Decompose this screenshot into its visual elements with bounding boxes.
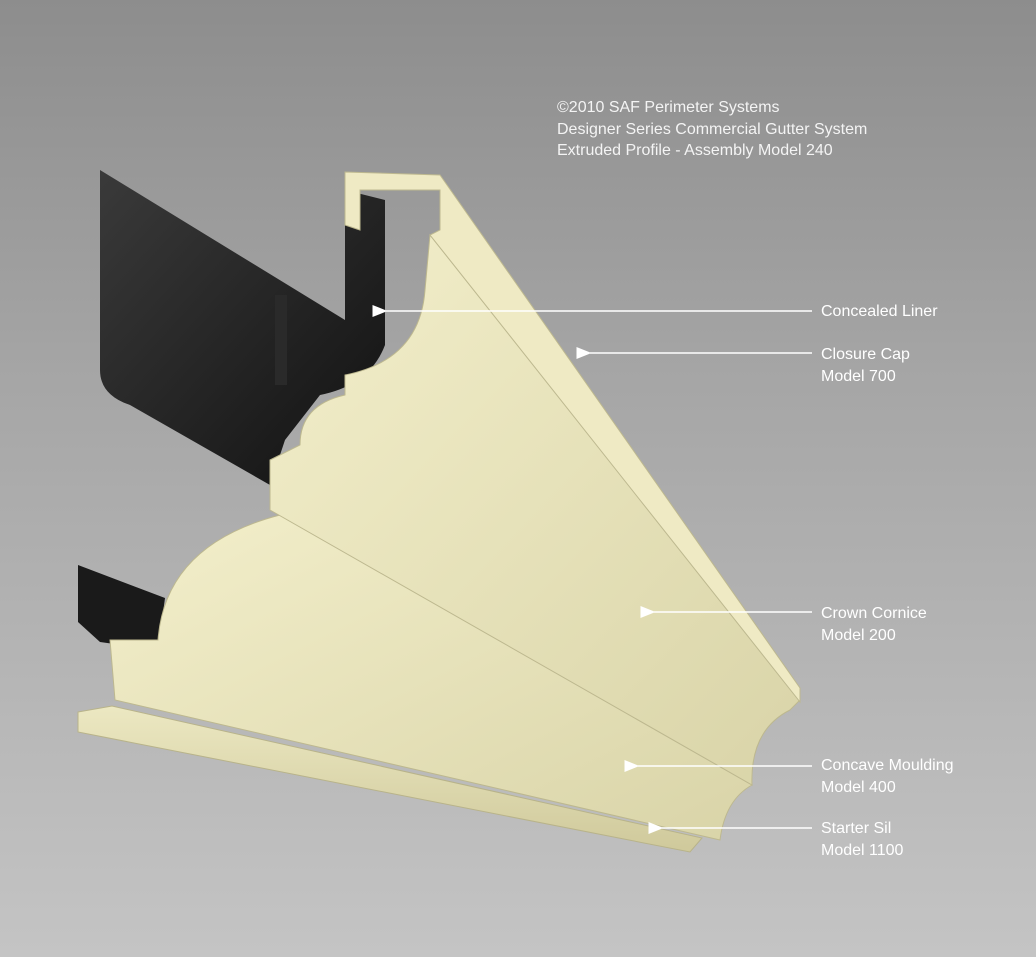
closure-cap xyxy=(344,171,801,704)
label-name: Crown Cornice xyxy=(821,605,927,622)
starter-sil xyxy=(77,705,703,853)
crown-cornice xyxy=(269,233,801,786)
label-model: Model 400 xyxy=(821,778,896,796)
label-model: Model 1100 xyxy=(821,841,904,859)
copyright-header: ©2010 SAF Perimeter Systems Designer Ser… xyxy=(557,97,867,162)
label-name: Starter Sil xyxy=(821,820,892,837)
label-model: Model 700 xyxy=(821,367,896,385)
label-name: Concealed Liner xyxy=(821,303,938,320)
label-starter-sil: Starter Sil Model 1100 xyxy=(821,818,903,861)
label-concealed-liner: Concealed Liner xyxy=(821,301,938,323)
header-line-copyright: ©2010 SAF Perimeter Systems xyxy=(557,99,780,116)
callout-arrows xyxy=(372,305,812,834)
label-crown-cornice: Crown Cornice Model 200 xyxy=(821,603,927,646)
concave-moulding xyxy=(109,514,754,841)
concealed-liner xyxy=(100,170,385,485)
label-model: Model 200 xyxy=(821,626,896,644)
lower-liner-flange xyxy=(78,565,165,650)
header-line-series: Designer Series Commercial Gutter System xyxy=(557,120,868,138)
header-line-model: Extruded Profile - Assembly Model 240 xyxy=(557,142,833,159)
label-concave-moulding: Concave Moulding Model 400 xyxy=(821,755,954,798)
label-name: Concave Moulding xyxy=(821,757,954,774)
label-closure-cap: Closure Cap Model 700 xyxy=(821,344,910,387)
label-name: Closure Cap xyxy=(821,346,910,363)
